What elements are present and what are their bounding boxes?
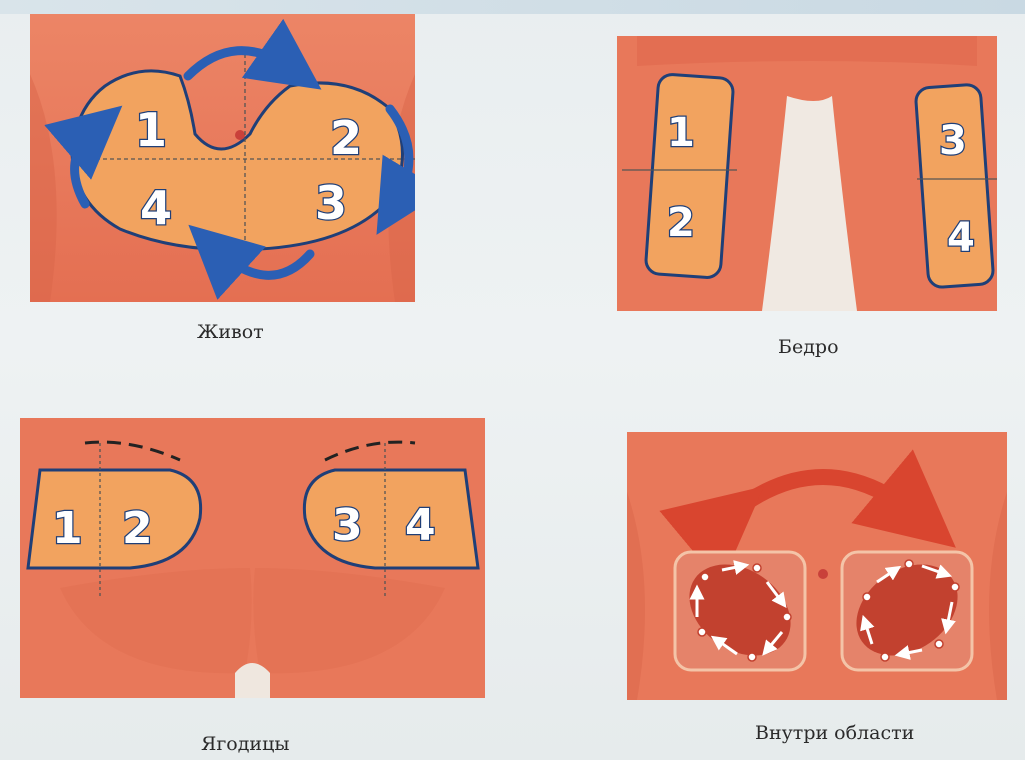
within-navel — [818, 569, 828, 579]
thigh-zone-3: 3 — [939, 118, 967, 164]
buttocks-zone-1: 1 — [52, 503, 83, 554]
abdomen-zone-2: 2 — [330, 111, 362, 165]
within-left-point-4 — [748, 653, 756, 661]
abdomen-panel: 1 2 3 4 — [30, 14, 415, 302]
thigh-left-zone — [645, 74, 734, 279]
caption-abdomen: Живот — [197, 321, 264, 343]
abdomen-zone-1: 1 — [135, 103, 167, 157]
within-area-panel — [627, 432, 1007, 700]
thigh-illustration: 1 2 3 4 — [617, 36, 997, 311]
buttocks-zone-4: 4 — [405, 500, 436, 551]
within-right-point-5 — [881, 653, 889, 661]
buttocks-panel: 1 2 3 4 — [20, 418, 485, 698]
buttocks-gap — [235, 663, 270, 698]
thigh-zone-2: 2 — [667, 200, 695, 246]
buttocks-illustration: 1 2 3 4 — [20, 418, 485, 698]
within-area-illustration — [627, 432, 1007, 700]
navel — [235, 130, 245, 140]
within-left-point-3 — [783, 613, 791, 621]
thigh-panel: 1 2 3 4 — [617, 36, 997, 311]
within-right-point-1 — [863, 593, 871, 601]
page-edge — [0, 0, 1025, 14]
abdomen-zone-3: 3 — [315, 176, 347, 230]
caption-within-area: Внутри области — [755, 722, 914, 744]
within-right-point-3 — [951, 583, 959, 591]
thigh-zone-1: 1 — [667, 110, 695, 156]
abdomen-zone-4: 4 — [140, 181, 172, 235]
thigh-zone-4: 4 — [947, 215, 975, 261]
within-right-point-2 — [905, 560, 913, 568]
within-left-point-1 — [701, 573, 709, 581]
buttocks-right-zone — [304, 470, 478, 568]
within-right-point-4 — [935, 640, 943, 648]
within-left-point-5 — [698, 628, 706, 636]
abdomen-illustration: 1 2 3 4 — [30, 14, 415, 302]
caption-thigh: Бедро — [778, 336, 839, 358]
within-left-point-2 — [753, 564, 761, 572]
buttocks-zone-3: 3 — [332, 500, 363, 551]
buttocks-zone-2: 2 — [122, 503, 153, 554]
caption-buttocks: Ягодицы — [201, 733, 289, 755]
